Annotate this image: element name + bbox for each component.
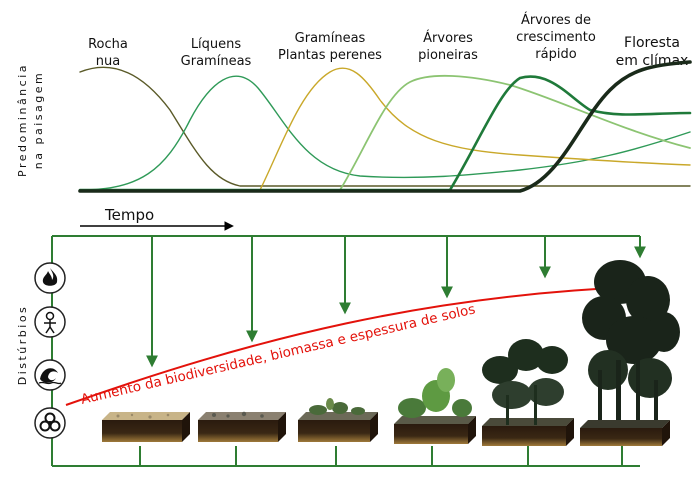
soil-block-liquens [198, 411, 286, 442]
soil-block-crescimento-rapido [482, 339, 574, 446]
succession-curves [78, 60, 692, 193]
curve-crescimento-rapido [78, 75, 692, 192]
stage-label-rocha-nua-2: nua [96, 54, 120, 69]
stage-label-graminea-1: Gramíneas [295, 31, 366, 46]
disturbance-label: Distúrbios [16, 305, 29, 386]
y-axis-label-line-1: Predominância [16, 63, 29, 177]
stage-label-crescimento-2: crescimento [516, 30, 596, 45]
stage-label-arvores-pioneiras-1: Árvores [423, 30, 473, 46]
stage-label-liquens-2: Gramíneas [181, 54, 252, 69]
stage-label-liquens-1: Líquens [191, 37, 242, 52]
curve-arvores-pioneiras [79, 74, 691, 191]
stage-label-crescimento-3: rápido [535, 47, 576, 62]
y-axis-label-line-2: na paisagem [32, 71, 45, 169]
soil-blocks [102, 260, 680, 446]
person-icon [34, 306, 66, 338]
y-axis-label: Predominância na paisagem [16, 63, 45, 177]
stage-label-arvores-pioneiras-2: pioneiras [418, 48, 478, 63]
curve-rocha-nua [79, 66, 691, 187]
trend-arrow-group: Aumento da biodiversidade, biomassa e es… [65, 280, 667, 408]
biohazard-icon [34, 407, 66, 439]
wave-icon [34, 359, 66, 391]
stage-label-floresta-1: Floresta [624, 35, 680, 51]
curve-gramineas [79, 67, 691, 191]
stage-label-graminea-2: Plantas perenes [278, 48, 382, 63]
trend-label: Aumento da biodiversidade, biomassa e es… [79, 301, 477, 408]
soil-block-floresta-climax [580, 260, 680, 446]
trend-arrow [65, 280, 667, 406]
time-axis: Tempo [80, 206, 234, 231]
curve-floresta-climax [78, 60, 692, 193]
stage-labels: Rocha nua Líquens Gramíneas Gramíneas Pl… [88, 12, 688, 69]
stage-label-rocha-nua-1: Rocha [88, 37, 128, 52]
disturbance-icons [34, 262, 66, 439]
curve-liquens [79, 75, 691, 191]
time-label: Tempo [104, 206, 154, 224]
fire-icon [34, 262, 66, 294]
soil-block-rocha-nua [102, 412, 190, 442]
soil-block-gramineas [298, 398, 378, 442]
soil-block-arvores-pioneiras [394, 368, 476, 444]
stage-label-crescimento-1: Árvores de [521, 12, 591, 28]
